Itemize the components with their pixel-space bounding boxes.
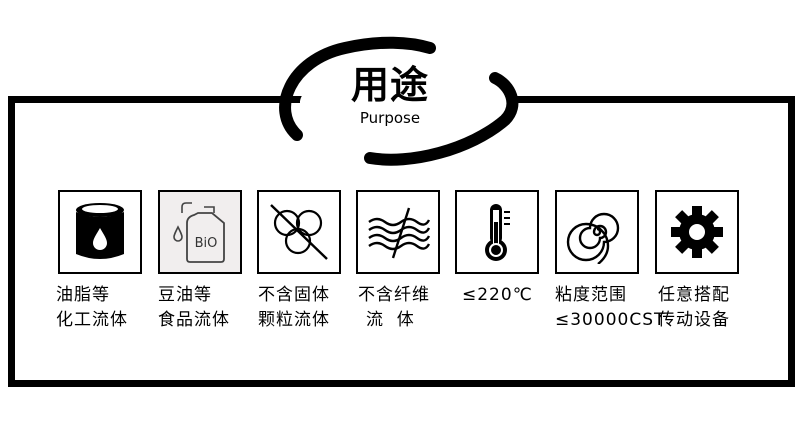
label-line: 传动设备 xyxy=(658,310,730,330)
no-fiber-icon-box xyxy=(356,190,440,274)
label-line: 不含纤维 xyxy=(358,285,430,305)
no-solid-particles-icon xyxy=(270,204,328,260)
no-solid-particles-icon-box xyxy=(257,190,341,274)
label-food-fluids: 豆油等 食品流体 xyxy=(158,283,230,333)
gear-icon xyxy=(671,206,723,258)
thermometer-icon-box xyxy=(455,190,539,274)
label-line: 流 体 xyxy=(366,310,415,330)
label-chemical-fluids: 油脂等 化工流体 xyxy=(56,283,128,333)
label-line: 不含固体 xyxy=(258,285,330,305)
label-line: 任意搭配 xyxy=(658,285,730,305)
heading-subtitle: Purpose xyxy=(359,109,421,127)
label-line: 粘度范围 xyxy=(555,285,627,305)
bio-text: BiO xyxy=(195,236,218,251)
label-line: 豆油等 xyxy=(158,285,212,305)
oil-barrel-icon xyxy=(76,203,124,259)
label-line: 油脂等 xyxy=(56,285,110,305)
label-viscosity-range: 粘度范围 ≤30000CST xyxy=(555,283,665,333)
label-drive-equipment: 任意搭配 传动设备 xyxy=(658,283,730,333)
label-line: 食品流体 xyxy=(158,310,230,330)
label-line: ≤220℃ xyxy=(462,285,533,305)
bio-canister-icon: BiO xyxy=(173,202,225,263)
oil-barrel-icon-box xyxy=(58,190,142,274)
gear-icon-box xyxy=(655,190,739,274)
no-fiber-icon xyxy=(368,207,431,259)
label-line: 颗粒流体 xyxy=(258,310,330,330)
bio-canister-icon-box: BiO xyxy=(158,190,242,274)
thermometer-icon xyxy=(485,204,510,261)
label-line: ≤30000CST xyxy=(555,310,666,330)
spiral-viscosity-icon xyxy=(566,212,620,264)
label-line: 化工流体 xyxy=(56,310,128,330)
label-temperature: ≤220℃ xyxy=(462,283,533,308)
label-no-solid-particles: 不含固体 颗粒流体 xyxy=(258,283,330,333)
label-no-fiber: 不含纤维 流 体 xyxy=(358,283,430,333)
heading-title: 用途 xyxy=(350,63,429,107)
heading-arcs xyxy=(279,36,519,166)
spiral-viscosity-icon-box xyxy=(555,190,639,274)
